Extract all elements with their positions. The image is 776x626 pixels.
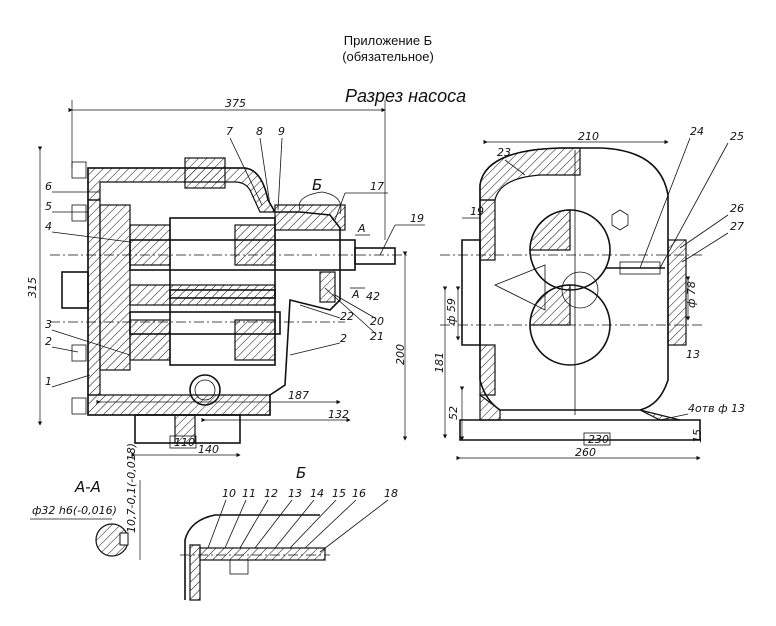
callout-10: 10 [222, 487, 236, 500]
dim-210: 210 [578, 130, 599, 143]
dim-375: 375 [225, 97, 246, 110]
label-aa-view: А-А [74, 478, 101, 496]
dim-key: 10,7-0,1(-0,018) [125, 443, 138, 533]
dim-315: 315 [26, 277, 39, 298]
dim-181: 181 [433, 352, 446, 373]
callout-9: 9 [278, 125, 285, 138]
dim-260: 260 [575, 446, 596, 459]
main-dimensions: 375 315 200 187 132 110 140 42 [26, 97, 408, 458]
callout-21: 21 [370, 330, 384, 343]
drawing-title: Разрез насоса [345, 86, 467, 106]
dim-42: 42 [366, 290, 380, 303]
label-a-main-2: А [351, 288, 360, 301]
side-view [440, 147, 705, 441]
callout-1: 1 [45, 375, 52, 388]
dim-110: 110 [174, 436, 195, 449]
callout-3: 3 [45, 318, 52, 331]
callout-4: 4 [45, 220, 52, 233]
main-callouts: 6 5 4 3 2 1 7 8 9 17 19 22 20 21 2 [45, 125, 425, 388]
callout-13: 13 [288, 487, 302, 500]
callout-7: 7 [226, 125, 233, 138]
dim-200: 200 [394, 344, 407, 365]
dim-187: 187 [288, 389, 309, 402]
callout-19: 19 [410, 212, 424, 225]
callout-24: 24 [690, 125, 704, 138]
appendix-subheading: (обязательное) [342, 49, 434, 64]
callout-27: 27 [730, 220, 744, 233]
callout-6: 6 [45, 180, 52, 193]
callout-16: 16 [352, 487, 366, 500]
dim-13: 13 [686, 348, 700, 361]
dim-15: 15 [691, 429, 704, 443]
label-a-main-1: А [357, 222, 366, 235]
dim-holes: 4отв ф 13 [688, 402, 745, 415]
callout-14: 14 [310, 487, 324, 500]
callout-2b: 2 [340, 332, 347, 345]
callout-8: 8 [256, 125, 263, 138]
dim-132: 132 [328, 408, 349, 421]
label-b-main: Б [312, 176, 322, 194]
dim-shaft: ф32 h6(-0,016) [32, 504, 117, 517]
callout-5: 5 [45, 200, 52, 213]
dim-230: 230 [588, 433, 609, 446]
dim-52: 52 [447, 406, 460, 420]
label-b-view: Б [296, 464, 306, 482]
callout-17: 17 [370, 180, 384, 193]
callout-18: 18 [384, 487, 398, 500]
dim-78: ф 78 [685, 281, 698, 308]
callout-20: 20 [370, 315, 384, 328]
callout-12: 12 [264, 487, 278, 500]
callout-2: 2 [45, 335, 52, 348]
dim-19: 19 [470, 205, 484, 218]
appendix-heading: Приложение Б [343, 33, 433, 48]
side-dimensions: 210 19 ф 59 ф 78 181 52 13 230 260 15 4о… [433, 130, 745, 461]
callout-15: 15 [332, 487, 346, 500]
side-callouts: 23 24 25 26 27 [497, 125, 744, 269]
callout-25: 25 [730, 130, 744, 143]
dim-59: ф 59 [445, 298, 458, 325]
callout-11: 11 [242, 487, 256, 500]
callout-26: 26 [730, 202, 744, 215]
callout-23: 23 [497, 146, 511, 159]
section-a-a: А-А ф32 h6(-0,016) 10,7-0,1(-0,018) [30, 443, 141, 560]
dim-140: 140 [198, 443, 219, 456]
detail-b: Б 10 11 12 13 14 15 16 18 [180, 464, 398, 601]
callout-22: 22 [340, 310, 354, 323]
